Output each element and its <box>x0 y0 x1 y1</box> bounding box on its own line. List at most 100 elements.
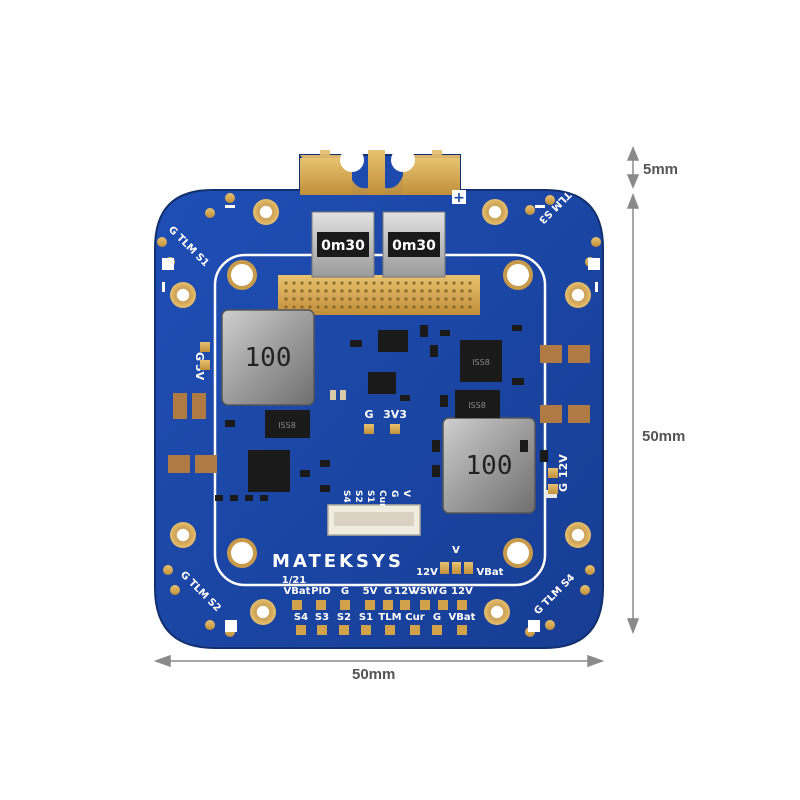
polarity-marks: + <box>162 190 600 632</box>
via <box>388 297 392 301</box>
solder-pad <box>292 600 302 610</box>
svg-text:ISS8: ISS8 <box>278 421 296 430</box>
pad-label: VBat <box>284 586 311 597</box>
solder-pad <box>385 625 395 635</box>
via <box>324 297 328 301</box>
via <box>324 305 328 309</box>
via <box>292 281 296 285</box>
via <box>292 289 296 293</box>
smd-component <box>230 495 238 501</box>
smd-component <box>320 460 330 467</box>
shunt-right: 0m30 <box>382 211 446 278</box>
jumper-12v: 12V <box>416 567 438 578</box>
pad-label: S4 <box>294 612 308 623</box>
via <box>468 281 472 285</box>
smd-component <box>540 345 562 363</box>
via <box>452 297 456 301</box>
via <box>412 297 416 301</box>
via <box>396 305 400 309</box>
solder-pad <box>432 625 442 635</box>
via <box>324 281 328 285</box>
smd-component <box>540 405 562 423</box>
plus-mark-left <box>162 258 174 270</box>
minus-mark-right <box>595 282 598 292</box>
minus-mark-top-right <box>535 205 545 208</box>
via <box>420 297 424 301</box>
brand-logo: MATEKSYS <box>272 551 404 572</box>
via <box>316 305 320 309</box>
via <box>340 297 344 301</box>
pcb-board <box>154 154 604 649</box>
smd-component <box>340 390 346 400</box>
ic-left-bottom <box>248 450 290 492</box>
right-pad-gold-2 <box>548 484 558 494</box>
via <box>340 281 344 285</box>
shunt-left-mark: 0m30 <box>321 238 365 254</box>
via <box>292 297 296 301</box>
smd-component <box>512 325 522 331</box>
svg-text:+: + <box>453 190 465 206</box>
solder-pad <box>316 600 326 610</box>
mount-hole-bl <box>227 538 257 568</box>
via <box>380 281 384 285</box>
via <box>452 281 456 285</box>
plus-mark-bottom-left <box>225 620 237 632</box>
pad-bottom-left-2 <box>250 599 276 625</box>
via <box>444 297 448 301</box>
smd-component <box>225 420 235 427</box>
via <box>420 305 424 309</box>
via <box>444 305 448 309</box>
via <box>284 305 288 309</box>
voltage-jumper: 12V V VBat <box>416 545 503 578</box>
dim-tab-arrow-top <box>626 146 640 161</box>
pad-label: S2 <box>337 612 351 623</box>
dim-height-arrow-top <box>626 192 640 209</box>
via <box>428 281 432 285</box>
pad-3v3-gold <box>390 424 400 434</box>
pad-label: G <box>341 586 349 597</box>
smd-component <box>350 340 362 347</box>
mount-hole-tl <box>227 260 257 290</box>
smd-component <box>195 455 217 473</box>
via <box>292 305 296 309</box>
pad-label: 12V <box>394 586 416 597</box>
ic-center <box>368 372 396 394</box>
via <box>420 289 424 293</box>
via-grid <box>284 281 472 309</box>
mount-hole-tr <box>503 260 533 290</box>
dim-height-arrow-bottom <box>626 618 640 635</box>
via <box>420 281 424 285</box>
copper-plane <box>278 275 480 315</box>
via <box>316 289 320 293</box>
solder-pad <box>457 625 467 635</box>
via <box>308 289 312 293</box>
minus-mark-left <box>162 282 165 292</box>
solder-pad <box>457 600 467 610</box>
via <box>412 289 416 293</box>
via <box>388 305 392 309</box>
left-pad-gold-1 <box>200 342 210 352</box>
via <box>468 297 472 301</box>
via <box>300 289 304 293</box>
tab-notch-left <box>340 148 364 172</box>
via <box>364 289 368 293</box>
smd-component <box>260 495 268 501</box>
dimension-lines <box>153 146 640 668</box>
via <box>348 305 352 309</box>
via <box>388 281 392 285</box>
via <box>348 289 352 293</box>
via <box>372 281 376 285</box>
via <box>356 305 360 309</box>
connector-labels: S4 S2 S1 Cur G V <box>341 490 411 508</box>
pad-top-right-1 <box>482 199 508 225</box>
pad-label: 5V <box>363 586 378 597</box>
smd-component <box>320 485 330 492</box>
shunt-left: 0m30 <box>311 211 375 278</box>
board-version: 1/21 <box>282 575 307 586</box>
corner-pads <box>170 199 591 625</box>
via <box>380 289 384 293</box>
dim-width-arrow-right <box>587 654 605 668</box>
svg-text:Cur: Cur <box>377 490 387 508</box>
via <box>428 289 432 293</box>
